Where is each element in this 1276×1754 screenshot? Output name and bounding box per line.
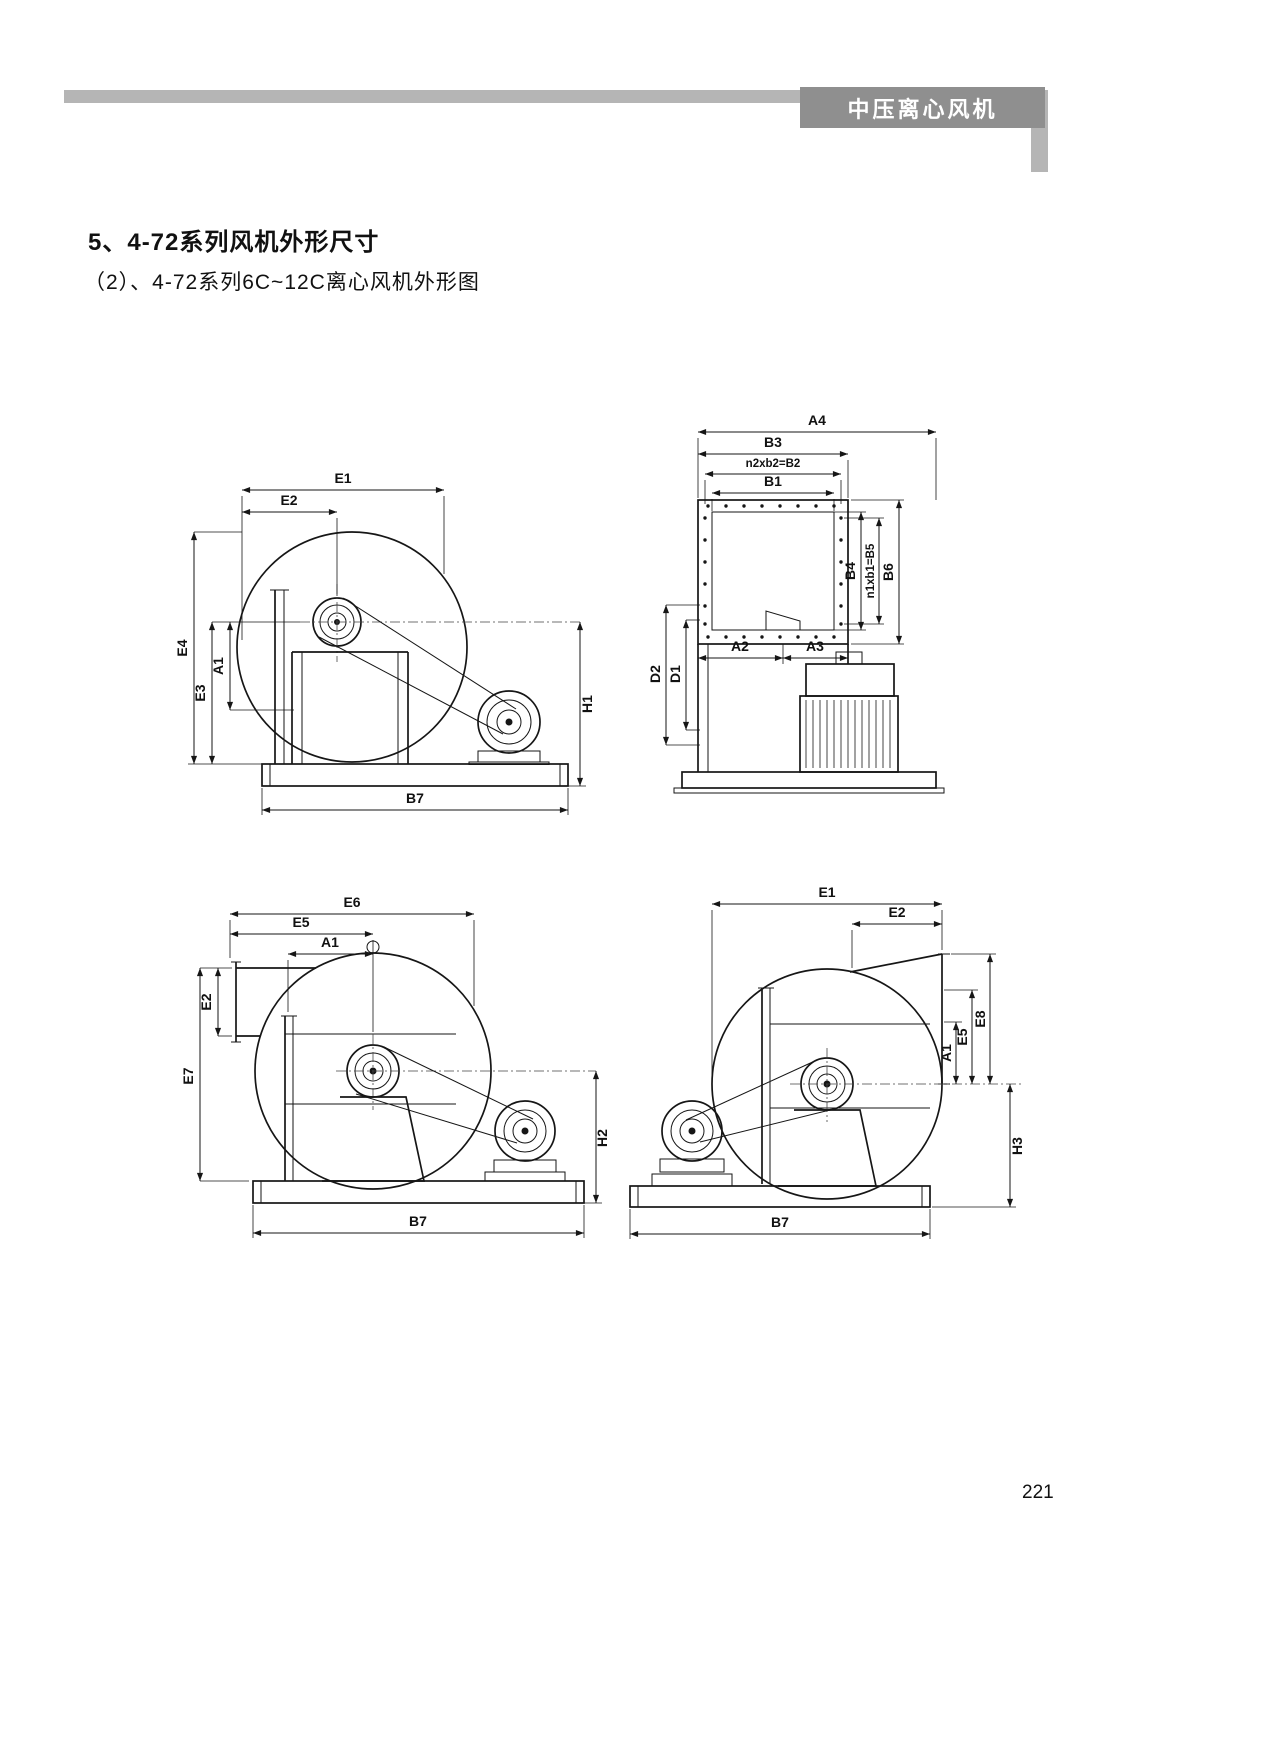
dim-label-H1: H1 xyxy=(579,695,595,713)
dim-label-A2: A2 xyxy=(731,638,749,654)
dim-label-E8: E8 xyxy=(972,1010,988,1027)
section-tab-label: 中压离心风机 xyxy=(847,96,998,122)
dim-label-E3: E3 xyxy=(192,684,208,701)
support-frame xyxy=(758,987,930,1184)
impeller-hub xyxy=(336,1034,596,1110)
dim-label-E5: E5 xyxy=(292,914,309,930)
dim-label-B5: n1xb1=B5 xyxy=(865,543,877,598)
dim-label-H2: H2 xyxy=(594,1129,610,1147)
support-frame xyxy=(281,1015,456,1181)
section-tab: 中压离心风机 xyxy=(800,87,1045,128)
drawing-front-view: A4 B3 n2xb2=B2 B1 B4 n1xb1=B5 B6 D2 D1 xyxy=(647,412,945,794)
base-frame xyxy=(629,1185,931,1208)
dim-label-E2: E2 xyxy=(888,904,905,920)
drawing-side-view-right-outlet: E1 E2 A1 E5 E8 H3 B7 xyxy=(629,884,1025,1239)
dimensions: A4 B3 n2xb2=B2 B1 B4 n1xb1=B5 B6 D2 D1 xyxy=(647,412,937,746)
dim-label-A1: A1 xyxy=(938,1044,954,1062)
dim-label-E2: E2 xyxy=(280,492,297,508)
drawing-side-view-belt: E1 E2 E4 E3 A1 H1 B7 xyxy=(174,470,595,815)
dim-label-B1: B1 xyxy=(764,473,782,489)
dim-label-E7: E7 xyxy=(180,1067,196,1084)
dim-label-B7: B7 xyxy=(409,1213,427,1229)
dim-label-B7: B7 xyxy=(771,1214,789,1230)
volute-tongue xyxy=(765,610,801,630)
dim-label-E4: E4 xyxy=(174,639,190,656)
page-number: 221 xyxy=(1022,1482,1054,1503)
dim-label-A1: A1 xyxy=(210,657,226,675)
outlet-flange xyxy=(697,499,849,645)
motor xyxy=(799,651,899,773)
dim-label-A4: A4 xyxy=(808,412,826,428)
dim-label-D2: D2 xyxy=(647,665,663,683)
dim-label-D1: D1 xyxy=(667,665,683,683)
motor-cooling-fins xyxy=(805,700,891,768)
dim-label-B2: n2xb2=B2 xyxy=(746,458,801,470)
fan-scroll xyxy=(711,953,950,1200)
casing-body xyxy=(697,644,849,772)
page-subtitle: （2）、4-72系列6C~12C离心风机外形图 xyxy=(84,271,480,294)
dim-label-B4: B4 xyxy=(842,562,858,580)
dim-label-A3: A3 xyxy=(806,638,824,654)
page-title: 5、4-72系列风机外形尺寸 xyxy=(88,229,380,256)
dim-label-A1: A1 xyxy=(321,934,339,950)
motor xyxy=(651,1100,733,1187)
motor xyxy=(468,690,550,765)
dim-label-E1: E1 xyxy=(818,884,835,900)
dim-label-E5: E5 xyxy=(954,1028,970,1045)
dim-label-B3: B3 xyxy=(764,434,782,450)
base-frame xyxy=(252,1180,585,1204)
motor xyxy=(484,1100,566,1182)
dim-label-B6: B6 xyxy=(880,563,896,581)
base-frame xyxy=(261,763,569,787)
fan-scroll xyxy=(236,531,468,764)
dimensions: E6 E5 A1 E2 E7 H2 B7 xyxy=(180,894,610,1238)
pedestal-frame xyxy=(291,651,409,764)
belt xyxy=(318,597,517,735)
flange-bolt-holes xyxy=(703,504,843,639)
dim-label-E6: E6 xyxy=(343,894,360,910)
dimensions: E1 E2 E4 E3 A1 H1 B7 xyxy=(174,470,595,815)
base-frame xyxy=(673,771,945,794)
belt xyxy=(685,1059,835,1143)
dimensions: E1 E2 A1 E5 E8 H3 B7 xyxy=(629,884,1025,1239)
dim-label-E1: E1 xyxy=(334,470,351,486)
dim-label-H3: H3 xyxy=(1009,1137,1025,1155)
impeller-hub xyxy=(300,584,580,662)
dim-label-B7: B7 xyxy=(406,790,424,806)
drawing-side-view-left-outlet: E6 E5 A1 E2 E7 H2 B7 xyxy=(180,894,610,1238)
fan-scroll xyxy=(231,940,492,1190)
